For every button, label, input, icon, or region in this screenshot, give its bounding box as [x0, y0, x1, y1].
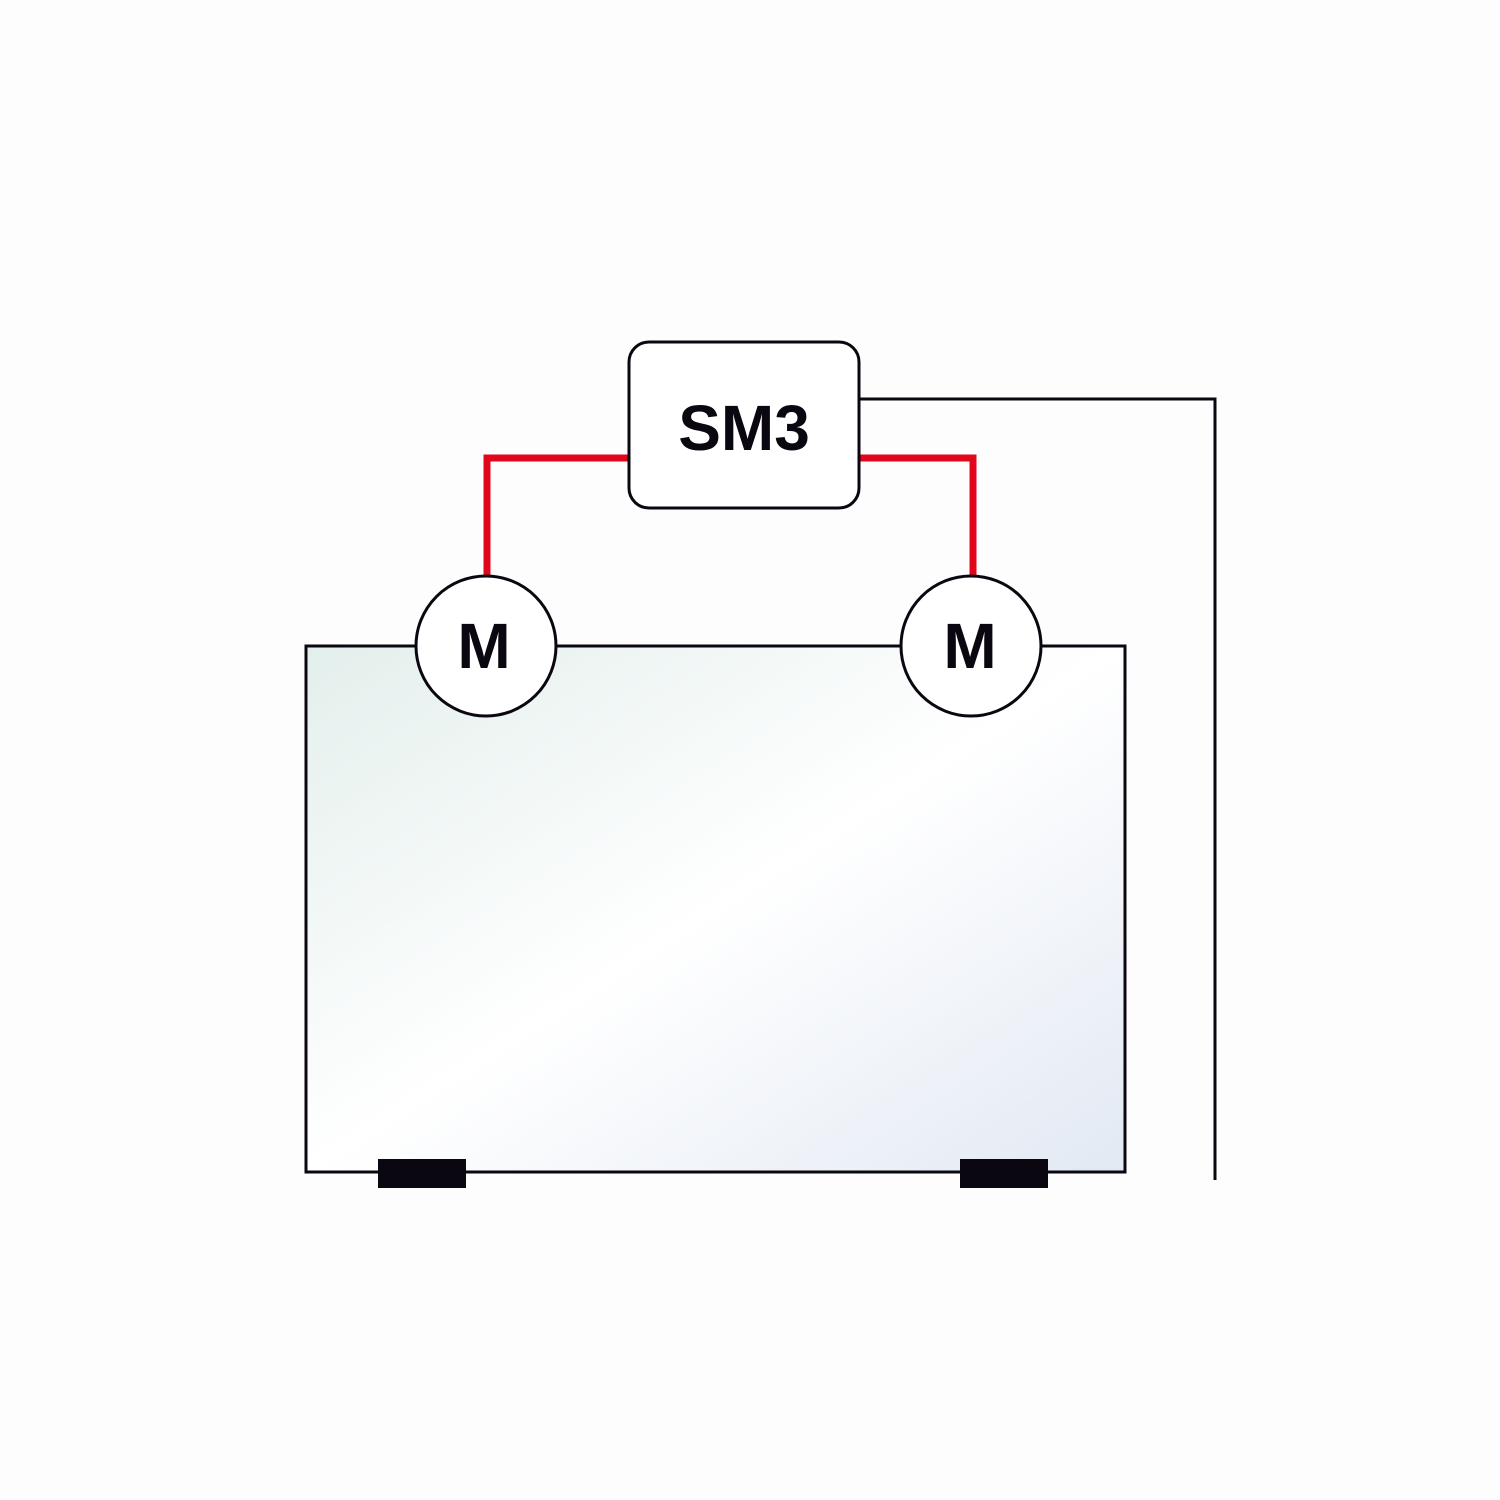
- motor-left-label: M: [457, 610, 510, 682]
- motor-right: M: [899, 574, 1043, 718]
- supply-cable: [858, 397, 1217, 1180]
- control-wire-left: [483, 454, 630, 578]
- glass-pane: [304, 644, 1127, 1174]
- motor-right-circle: [899, 574, 1043, 718]
- hinge-right: [960, 1159, 1048, 1188]
- controller-label: SM3: [678, 392, 810, 464]
- motor-left: M: [414, 574, 558, 718]
- controller-sm3: SM3: [627, 340, 861, 510]
- motor-left-circle: [414, 574, 558, 718]
- motor-right-label: M: [943, 610, 996, 682]
- control-wire-right: [858, 454, 977, 578]
- controller-box: [627, 340, 861, 510]
- hinge-left: [378, 1159, 466, 1188]
